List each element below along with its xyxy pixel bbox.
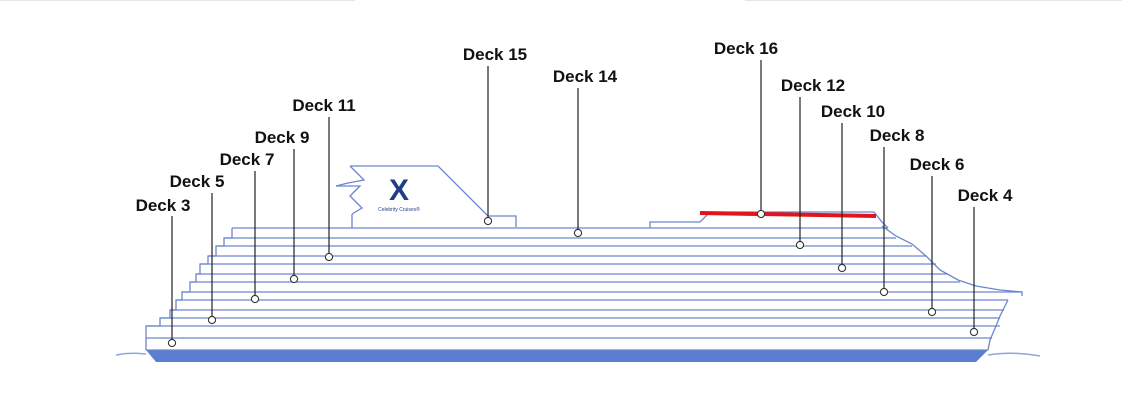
deck-5-marker[interactable] — [207, 315, 217, 325]
deck-lines-group — [145, 227, 1022, 351]
deck-16-marker[interactable] — [756, 209, 766, 219]
bow-stem — [987, 299, 1009, 351]
deck-12-marker[interactable] — [795, 240, 805, 250]
deck-8-label[interactable]: Deck 8 — [870, 126, 925, 145]
deck-9-label[interactable]: Deck 9 — [255, 128, 310, 147]
deck-4-marker[interactable] — [969, 327, 979, 337]
deck-10-label[interactable]: Deck 10 — [821, 102, 885, 121]
deck-16-label[interactable]: Deck 16 — [714, 39, 778, 58]
water-right — [987, 352, 1041, 357]
deck-leaders-group — [167, 60, 979, 348]
deck-15-label[interactable]: Deck 15 — [463, 45, 527, 64]
brand-logo-icon: X — [389, 174, 409, 207]
deck-10-marker[interactable] — [837, 263, 847, 273]
deck-11-marker[interactable] — [324, 252, 334, 262]
deck-15-marker[interactable] — [483, 216, 493, 226]
deck-8-marker[interactable] — [879, 287, 889, 297]
deck-3-label[interactable]: Deck 3 — [136, 196, 191, 215]
stern-outline — [145, 228, 233, 350]
hull-keel — [146, 350, 988, 362]
funnel-notch — [336, 185, 364, 215]
deck-14-label[interactable]: Deck 14 — [553, 67, 618, 86]
deck-6-label[interactable]: Deck 6 — [910, 155, 965, 174]
brand-name: Celebrity Cruises® — [378, 206, 420, 213]
bow-rake — [881, 225, 1023, 296]
deck-11-label[interactable]: Deck 11 — [292, 96, 355, 115]
funnel-outline — [350, 165, 517, 227]
deck-7-label[interactable]: Deck 7 — [220, 150, 275, 169]
water-left — [115, 352, 147, 356]
funnel-front — [335, 165, 366, 187]
deck-labels-group: Deck 3 Deck 5 Deck 7 Deck 9 Deck 11 Deck 15 De… — [136, 39, 1013, 215]
deck-4-label[interactable]: Deck 4 — [958, 186, 1013, 205]
deck-16-highlight — [699, 211, 877, 218]
deck-3-marker[interactable] — [167, 338, 177, 348]
deck-12-label[interactable]: Deck 12 — [781, 76, 845, 95]
deck-7-marker[interactable] — [250, 294, 260, 304]
deck-5-label[interactable]: Deck 5 — [170, 172, 225, 191]
deck-9-marker[interactable] — [289, 274, 299, 284]
deck-14-marker[interactable] — [573, 228, 583, 238]
deck-6-marker[interactable] — [927, 307, 937, 317]
